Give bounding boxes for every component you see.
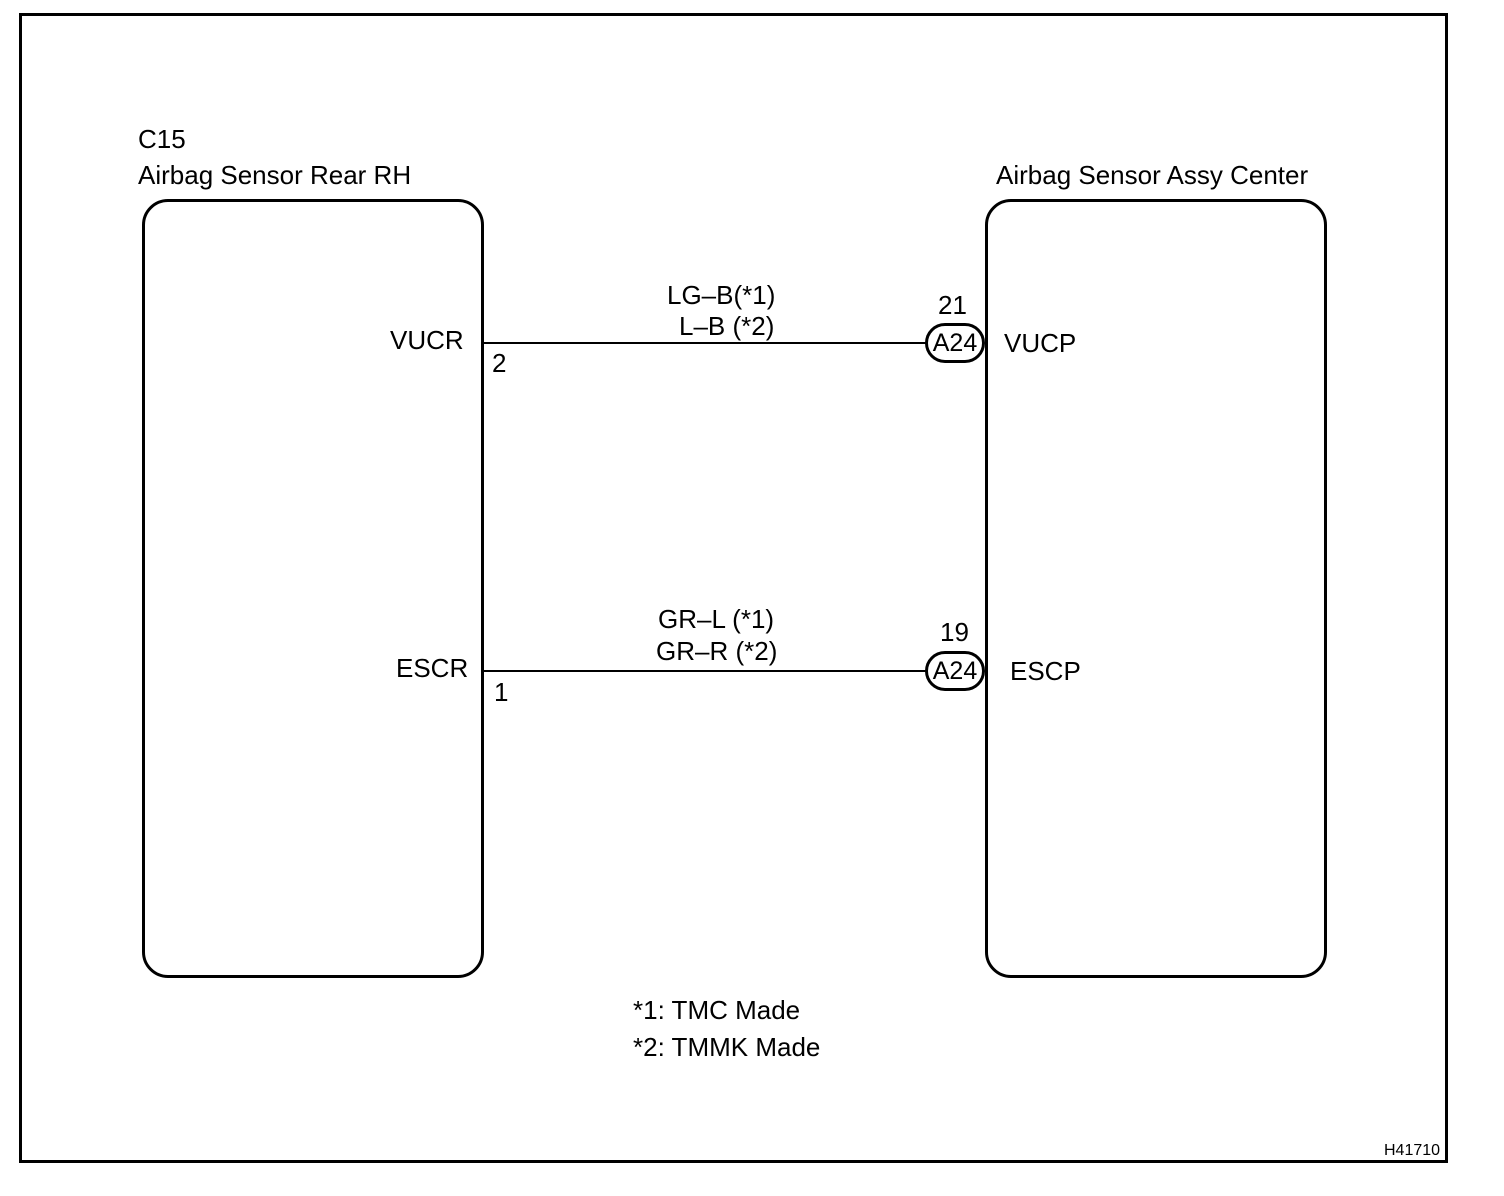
wire-color-2-escr: GR–R (*2) [656, 636, 778, 666]
right-component-box [985, 199, 1327, 978]
wire-color-2-vucr: L–B (*2) [679, 311, 775, 341]
left-component-name: Airbag Sensor Rear RH [138, 160, 412, 190]
wire-vucr [484, 342, 926, 344]
wire-escr [484, 670, 926, 672]
left-component-box [142, 199, 484, 978]
connector-a24-bottom: A24 [925, 651, 985, 691]
left-pin-2: 2 [492, 348, 507, 378]
right-terminal-vucp: VUCP [1004, 328, 1077, 358]
figure-id: H41710 [1384, 1142, 1441, 1159]
right-component-name: Airbag Sensor Assy Center [996, 160, 1309, 190]
right-pin-19: 19 [940, 617, 969, 647]
connector-a24-top: A24 [925, 323, 985, 363]
wire-color-1-vucr: LG–B(*1) [667, 280, 776, 310]
left-terminal-vucr: VUCR [390, 325, 464, 355]
note-tmc: *1: TMC Made [633, 995, 801, 1025]
left-terminal-escr: ESCR [396, 653, 469, 683]
diagram-frame [19, 13, 1448, 1163]
wire-color-1-escr: GR–L (*1) [658, 604, 775, 634]
right-terminal-escp: ESCP [1010, 656, 1081, 686]
right-pin-21: 21 [938, 290, 967, 320]
left-component-code: C15 [138, 124, 186, 154]
left-pin-1: 1 [494, 677, 509, 707]
note-tmmk: *2: TMMK Made [633, 1032, 821, 1062]
